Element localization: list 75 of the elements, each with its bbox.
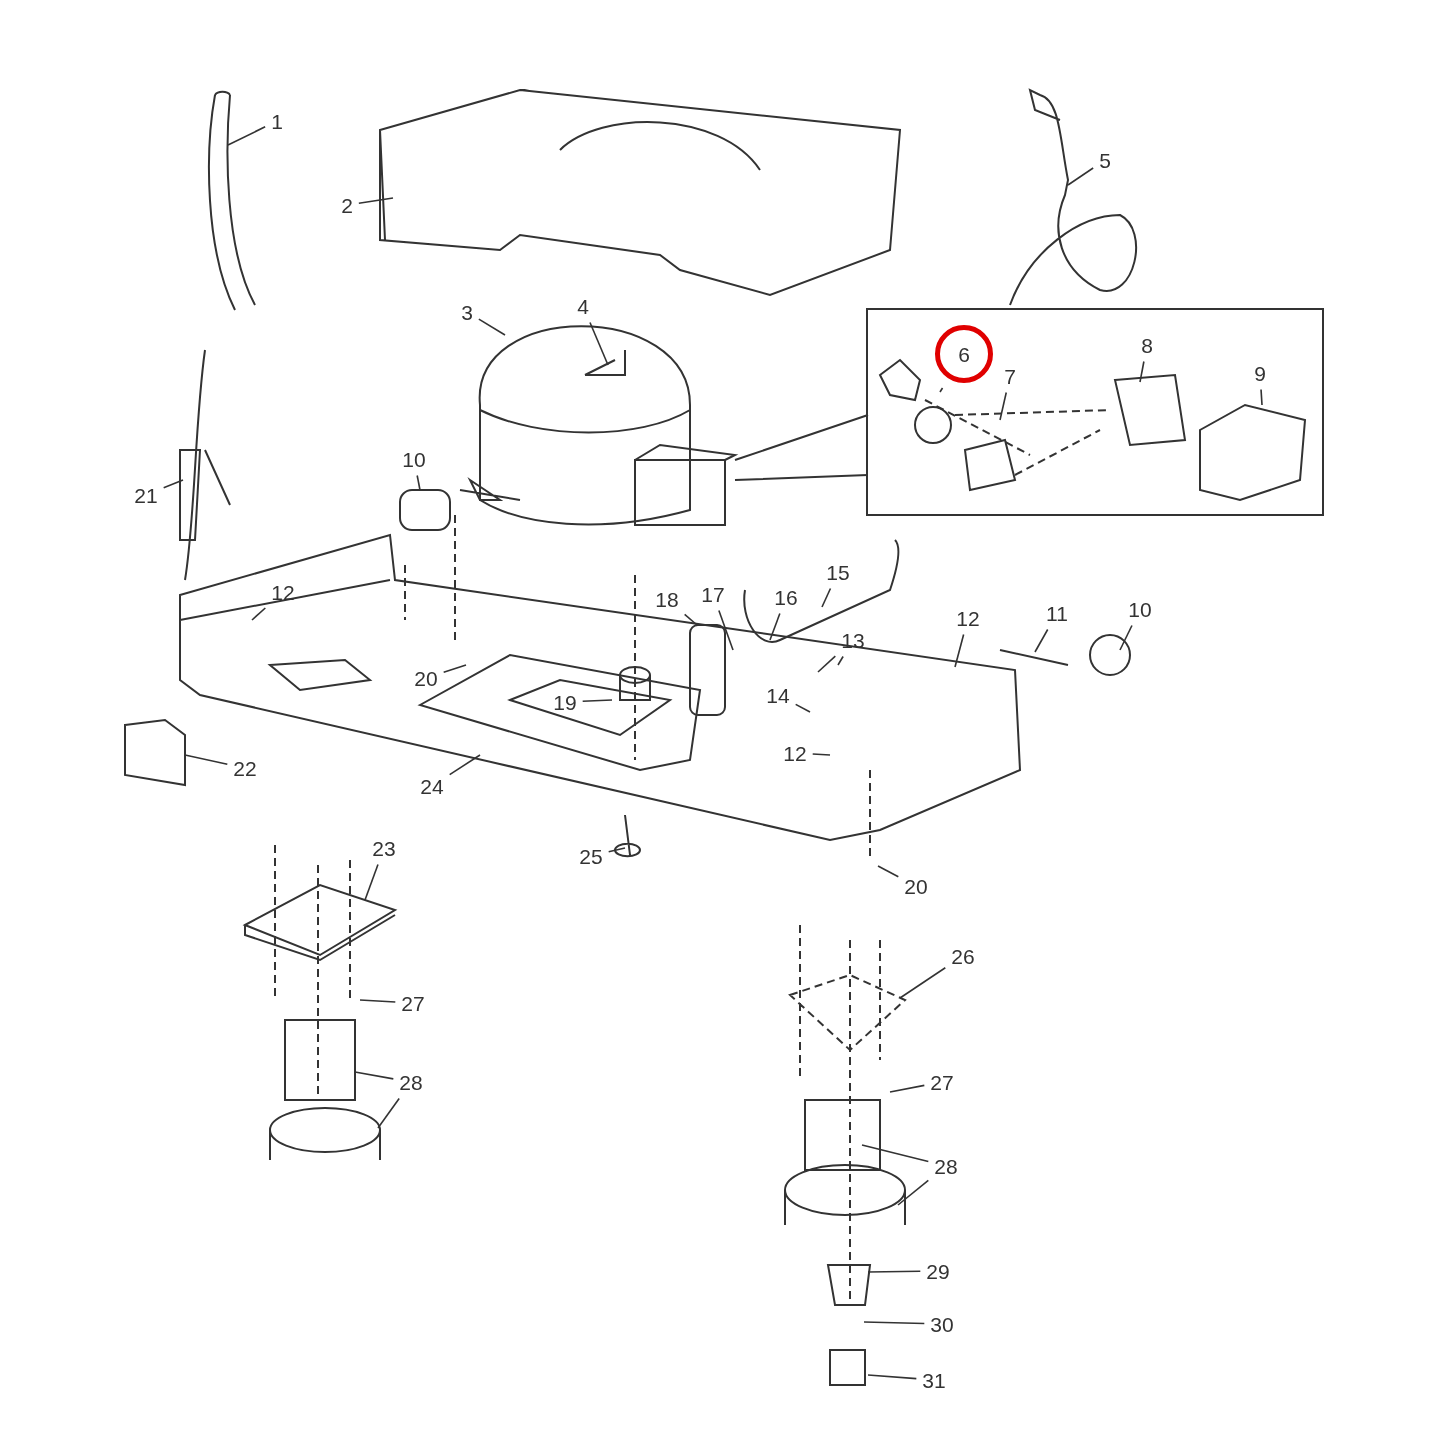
- leader-line: [358, 197, 394, 204]
- leader-line: [837, 655, 844, 666]
- leader-line: [184, 754, 229, 765]
- callout-number: 7: [1003, 364, 1017, 388]
- callout-number: 10: [1127, 597, 1153, 621]
- leader-line: [999, 391, 1008, 421]
- leader-line: [162, 479, 184, 489]
- leader-line: [1260, 388, 1263, 406]
- leader-line: [861, 1144, 930, 1163]
- callout-number: 29: [925, 1259, 951, 1283]
- leader-line: [1067, 167, 1094, 186]
- leader-line: [897, 1179, 930, 1206]
- callout-number: 4: [576, 294, 590, 318]
- leader-line: [877, 865, 900, 878]
- callout-number: 28: [398, 1070, 424, 1094]
- callout-number: 27: [400, 991, 426, 1015]
- leader-line: [889, 1084, 926, 1093]
- leader-line: [794, 703, 811, 713]
- callout-number: 12: [955, 606, 981, 630]
- leader-line: [607, 847, 626, 853]
- leader-line: [354, 1071, 395, 1080]
- callout-number: 14: [765, 683, 791, 707]
- callout-number: 26: [950, 944, 976, 968]
- leader-line: [377, 1097, 400, 1129]
- leader-line: [442, 664, 467, 674]
- callout-number: 10: [401, 447, 427, 471]
- callout-number: 5: [1098, 148, 1112, 172]
- leader-line: [683, 613, 698, 626]
- callout-number: 20: [413, 666, 439, 690]
- leader-line: [769, 612, 781, 641]
- callout-number: 1: [270, 109, 284, 133]
- leader-line: [939, 387, 944, 393]
- leader-line: [359, 999, 397, 1003]
- leader-line: [867, 1270, 922, 1273]
- leader-line: [1139, 360, 1145, 383]
- callout-number: 23: [371, 836, 397, 860]
- leader-line: [364, 863, 379, 901]
- callout-number: 21: [133, 483, 159, 507]
- callout-number: 27: [929, 1070, 955, 1094]
- callout-number: 12: [782, 741, 808, 765]
- leader-line: [1034, 628, 1049, 653]
- callout-number: 19: [552, 690, 578, 714]
- callout-number: 31: [921, 1368, 947, 1392]
- callout-number: 16: [773, 585, 799, 609]
- leader-line: [1119, 624, 1133, 651]
- callout-number: 15: [825, 560, 851, 584]
- leader-line: [478, 318, 506, 336]
- callout-number: 8: [1140, 333, 1154, 357]
- leader-line: [954, 633, 965, 668]
- leader-line: [817, 655, 837, 673]
- leader-line: [581, 699, 613, 703]
- leader-line: [899, 967, 947, 999]
- callout-number: 6: [935, 325, 993, 383]
- leader-line: [448, 754, 481, 776]
- callout-number: 9: [1253, 361, 1267, 385]
- leader-line: [251, 607, 267, 621]
- callout-number: 25: [578, 844, 604, 868]
- leader-line: [811, 753, 831, 756]
- leader-line: [416, 474, 421, 491]
- callout-number: 20: [903, 874, 929, 898]
- callout-number: 24: [419, 774, 445, 798]
- leader-line: [589, 321, 609, 366]
- callout-number: 11: [1045, 601, 1069, 625]
- callout-number: 17: [700, 582, 726, 606]
- callout-number: 18: [654, 587, 680, 611]
- leader-line: [227, 126, 266, 146]
- callout-number: 2: [340, 193, 354, 217]
- callout-number: 3: [460, 300, 474, 324]
- callout-number: 28: [933, 1154, 959, 1178]
- leader-line: [821, 587, 832, 608]
- leader-line: [867, 1374, 918, 1380]
- callout-number: 22: [232, 756, 258, 780]
- leader-line: [718, 609, 734, 651]
- leader-line: [863, 1321, 926, 1325]
- callout-number: 30: [929, 1312, 955, 1336]
